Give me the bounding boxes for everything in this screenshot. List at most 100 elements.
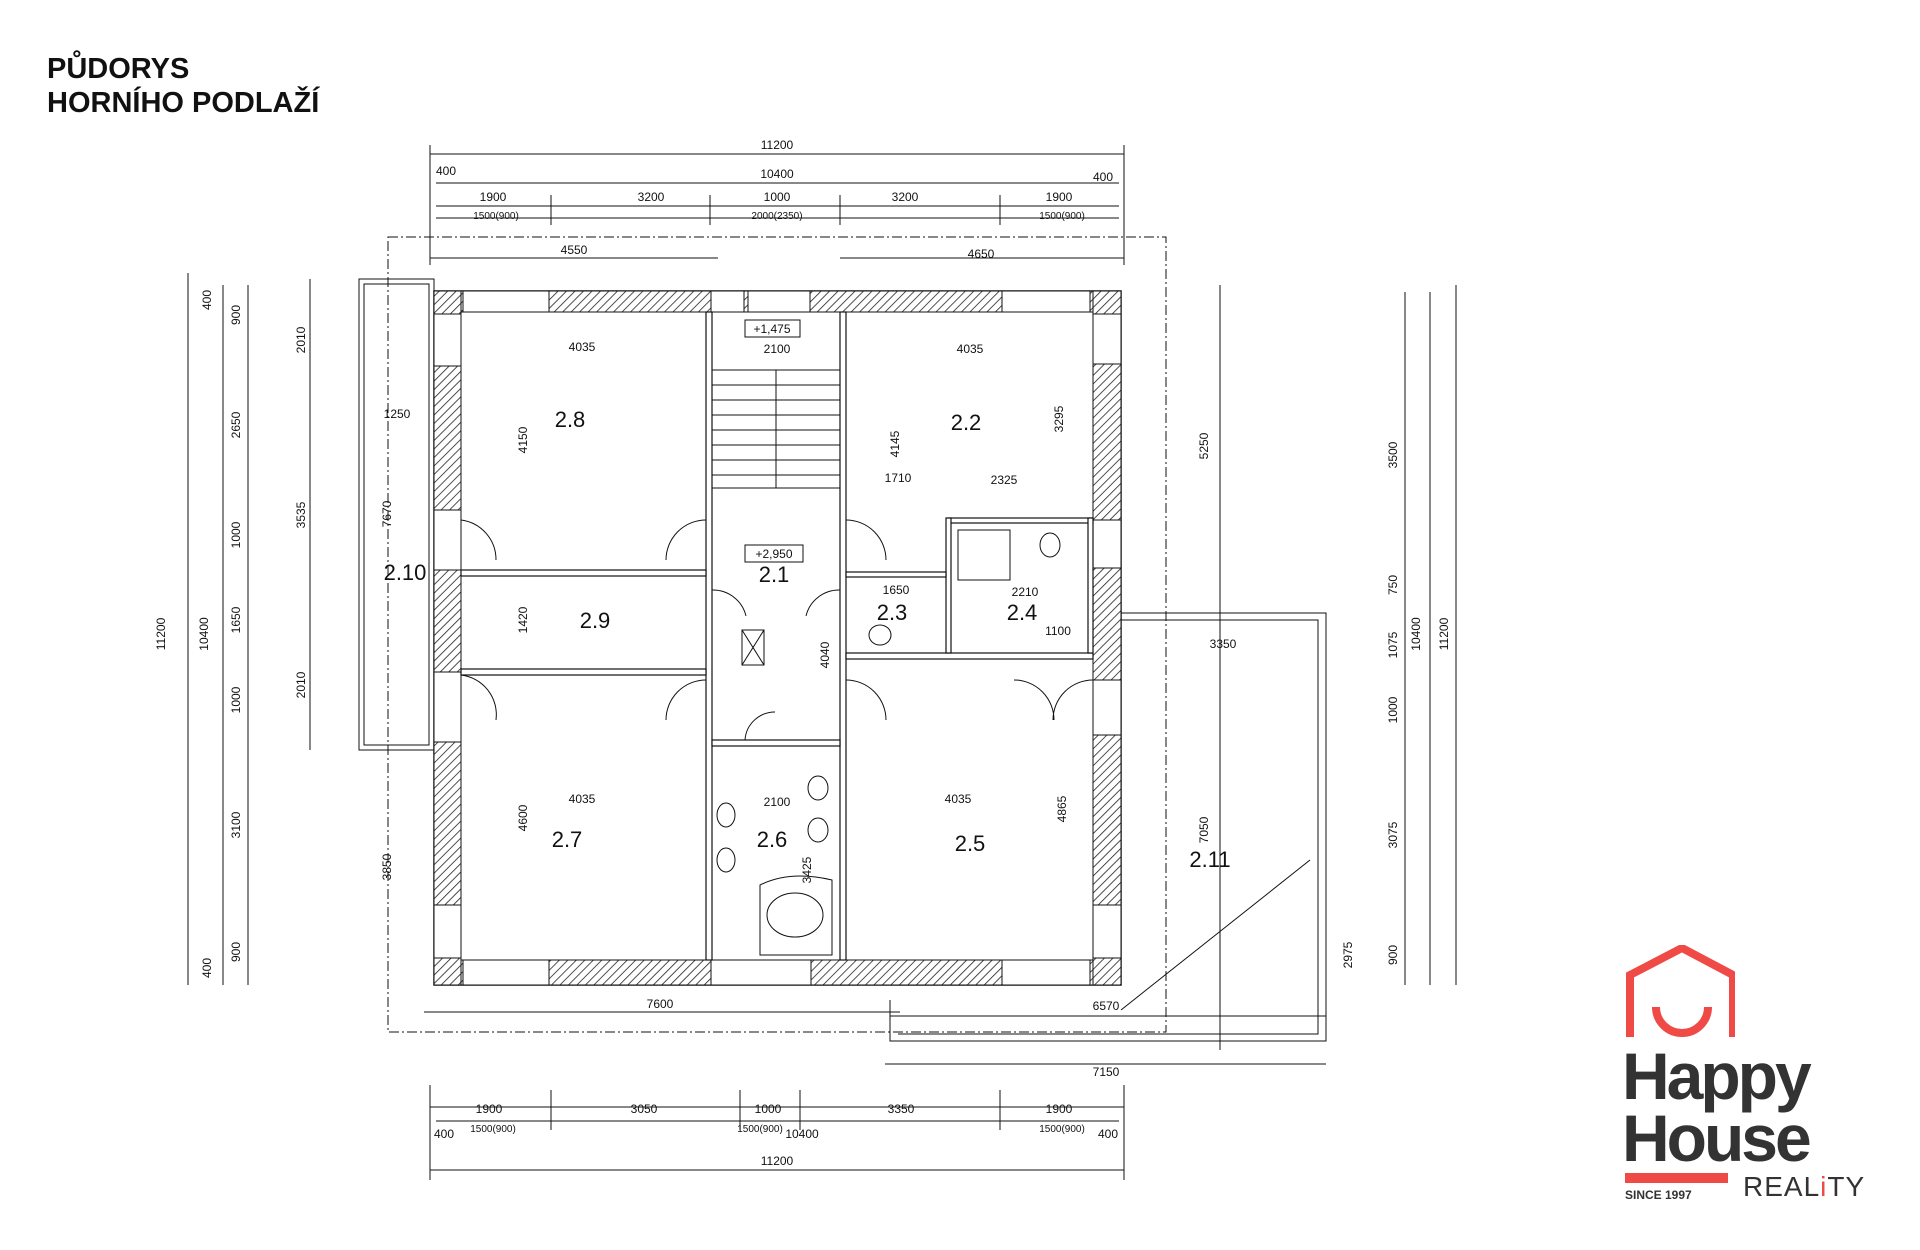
- dim-label: 1900: [1046, 190, 1073, 204]
- dim-label: 400: [200, 958, 214, 978]
- dim-label: 1250: [384, 407, 411, 421]
- dim-label: 4035: [569, 792, 596, 806]
- dim-label: 3425: [800, 856, 814, 883]
- title-line-2: HORNÍHO PODLAŽÍ: [47, 87, 320, 119]
- dim-label: 4145: [888, 430, 902, 457]
- dim-label: 3535: [294, 501, 308, 528]
- happy-house-reality-logo: Happy House SINCE 1997 REALiTY: [1620, 945, 1890, 1205]
- balcony-2-10: [358, 278, 435, 751]
- dim-label: 1000: [764, 190, 791, 204]
- dim-label: 4035: [957, 342, 984, 356]
- brand-happy: Happy: [1622, 1039, 1812, 1113]
- brand-house: House: [1622, 1101, 1812, 1175]
- room-2-2: 2.2: [951, 410, 982, 435]
- dim-label: 4600: [516, 804, 530, 831]
- dim-label: 1500(900): [737, 1124, 783, 1135]
- dim-label: 1500(900): [1039, 1124, 1085, 1135]
- room-2-5: 2.5: [955, 831, 986, 856]
- dim-label: 1420: [516, 606, 530, 633]
- room-2-8: 2.8: [555, 407, 586, 432]
- sink: [716, 847, 736, 873]
- dim-label: 10400: [197, 617, 211, 651]
- sink: [716, 802, 736, 828]
- brand-reality: REALiTY: [1743, 1171, 1865, 1203]
- dim-label: 7600: [647, 997, 674, 1011]
- dim-label: 1000: [229, 521, 243, 548]
- dim-label: 1900: [1046, 1102, 1073, 1116]
- room-2-11: 2.11: [1189, 847, 1230, 872]
- dim-label: 1900: [480, 190, 507, 204]
- dim-label: 400: [434, 1127, 454, 1141]
- dim-label: 900: [229, 942, 243, 962]
- dim-label: 1500(900): [470, 1124, 516, 1135]
- room-2-9: 2.9: [580, 608, 611, 633]
- plan-title: PŮDORYS HORNÍHO PODLAŽÍ: [47, 52, 319, 120]
- dim-label: 2010: [294, 326, 308, 353]
- level-mark: +2,950: [755, 547, 792, 561]
- stair-treads: [712, 384, 840, 476]
- dim-label: 4550: [561, 243, 588, 257]
- brand-underline: [1625, 1173, 1728, 1183]
- dim-label: 3100: [229, 811, 243, 838]
- dim-label: 6570: [1093, 999, 1120, 1013]
- dim-label: 3200: [892, 190, 919, 204]
- dim-label: 10400: [760, 167, 794, 181]
- reality-end: TY: [1827, 1171, 1866, 1202]
- dim-label: 7670: [380, 500, 394, 527]
- room-2-7: 2.7: [552, 827, 583, 852]
- level-mark: +1,475: [753, 322, 790, 336]
- dim-label: 3295: [1052, 405, 1066, 432]
- room-2-10: 2.10: [384, 560, 427, 585]
- shower: [957, 529, 1011, 581]
- dim-label: 1500(900): [473, 211, 519, 222]
- dim-label: 1650: [229, 606, 243, 633]
- dim-label: 4150: [516, 426, 530, 453]
- dim-label: 10400: [1409, 617, 1423, 651]
- dim-label: 7050: [1197, 816, 1211, 843]
- dim-label: 4865: [1055, 795, 1069, 822]
- dim-label: 750: [1386, 575, 1400, 595]
- room-2-3: 2.3: [877, 600, 908, 625]
- dim-label: 1650: [883, 583, 910, 597]
- dim-label: 4035: [945, 792, 972, 806]
- dim-label: 3075: [1386, 821, 1400, 848]
- dim-label: 11200: [761, 138, 794, 152]
- door-swings: [460, 519, 1094, 741]
- toilet: [1039, 532, 1061, 558]
- dim-label: 10400: [785, 1127, 819, 1141]
- house-smile-icon: [1626, 945, 1735, 1037]
- dim-label: 3050: [631, 1102, 658, 1116]
- dim-label: 400: [200, 290, 214, 310]
- dim-label: 900: [1386, 945, 1400, 965]
- dim-label: 400: [1098, 1127, 1118, 1141]
- toilet: [868, 624, 892, 646]
- dim-label: 1100: [1045, 624, 1071, 638]
- room-2-6: 2.6: [757, 827, 788, 852]
- title-line-1: PŮDORYS: [47, 53, 190, 85]
- dim-label: 1075: [1386, 631, 1400, 658]
- dim-label: 2100: [764, 342, 791, 356]
- dim-label: 400: [1093, 170, 1113, 184]
- dim-label: 4650: [968, 247, 995, 261]
- toilet: [807, 775, 829, 801]
- dim-label: 3500: [1386, 441, 1400, 468]
- dim-label: 5250: [1197, 432, 1211, 459]
- dim-label: 3350: [1210, 637, 1237, 651]
- dim-label: 11200: [1437, 617, 1451, 650]
- dim-label: 2100: [764, 795, 791, 809]
- dim-label: 2000(2350): [751, 211, 802, 222]
- roof-outline: [387, 236, 1167, 1033]
- dim-label: 11200: [154, 617, 168, 650]
- dim-label: 2975: [1341, 941, 1355, 968]
- dim-label: 2210: [1012, 585, 1039, 599]
- interior-walls: [460, 311, 1094, 961]
- terrace-2-11: [889, 612, 1327, 1042]
- staircase: [711, 369, 841, 666]
- dim-label: 7150: [1093, 1065, 1120, 1079]
- bathtub-basin: [766, 892, 824, 938]
- room-2-1: 2.1: [759, 562, 790, 587]
- dim-label: 1710: [885, 471, 912, 485]
- dim-label: 4035: [569, 340, 596, 354]
- room-2-4: 2.4: [1007, 600, 1038, 625]
